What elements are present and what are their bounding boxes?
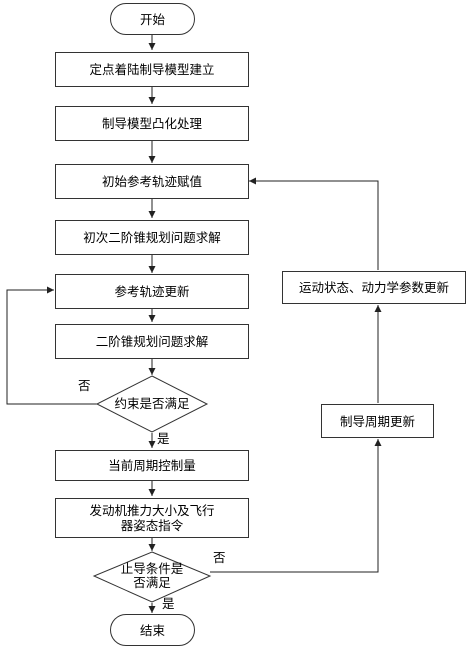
start-terminal: 开始: [110, 3, 195, 35]
stop-yes-label: 是: [162, 596, 175, 611]
arrow-stop-not-met-to-period: [210, 439, 382, 573]
engine-command-box: 发动机推力大小及飞行器姿态指令: [55, 498, 249, 538]
period-update-box: 制导周期更新: [321, 404, 434, 438]
stop-no-label: 否: [213, 550, 226, 565]
arrow-state-to-init: [249, 177, 379, 270]
end-terminal: 结束: [110, 614, 195, 646]
stop-check-diamond: [92, 551, 212, 603]
constraint-check-label: 约束是否满足: [114, 396, 190, 411]
constraint-no-label: 否: [78, 378, 91, 393]
constraint-yes-label: 是: [157, 431, 170, 446]
constraint-check-diamond: [95, 375, 209, 433]
convexify-box: 制导模型凸化处理: [55, 106, 249, 141]
socp-solve-box: 二阶锥规划问题求解: [55, 324, 249, 359]
stop-check-label: 止导条件是否满足: [120, 561, 184, 590]
current-control-box: 当前周期控制量: [55, 450, 249, 481]
loop-constraint-not-met: [6, 286, 97, 405]
initial-socp-box: 初次二阶锥规划问题求解: [55, 220, 249, 255]
model-build-box: 定点着陆制导模型建立: [55, 52, 249, 87]
init-trajectory-box: 初始参考轨迹赋值: [55, 164, 249, 199]
state-update-box: 运动状态、动力学参数更新: [282, 271, 466, 304]
trajectory-update-box: 参考轨迹更新: [55, 274, 249, 309]
